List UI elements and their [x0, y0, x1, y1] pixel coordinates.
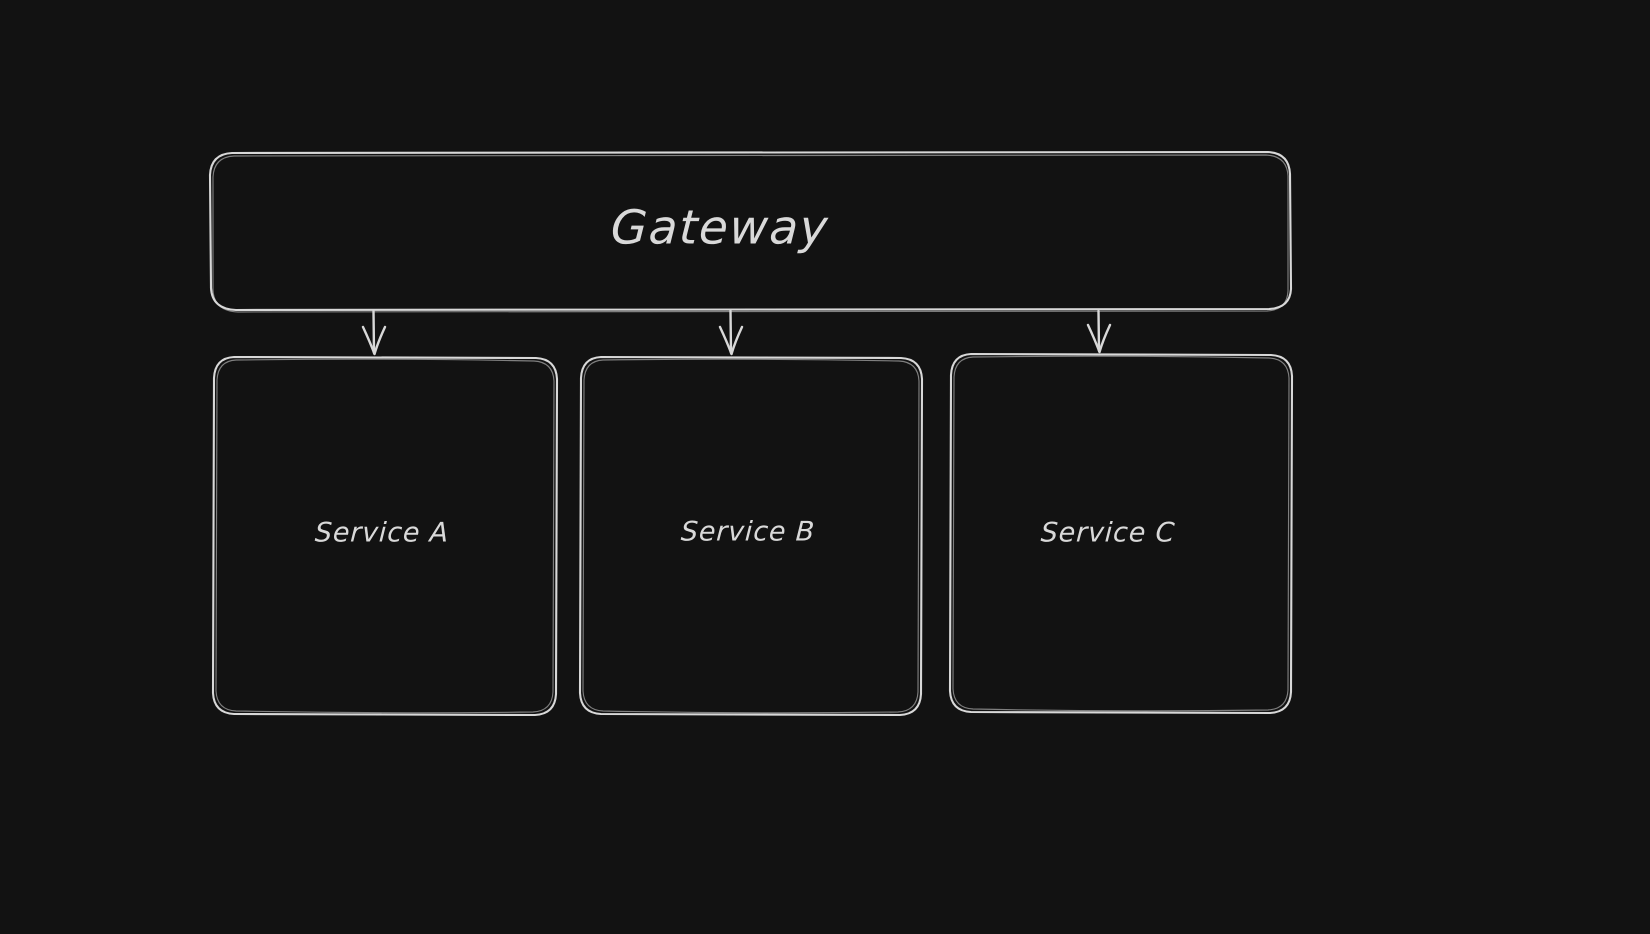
service-b-box[interactable] — [578, 355, 924, 717]
service-a-box-outline-stroke-1 — [211, 355, 559, 717]
gateway-to-service-b-shaft — [729, 309, 733, 355]
gateway-to-service-c-shaft — [1097, 309, 1101, 353]
service-c-box-outline-stroke-1 — [948, 352, 1294, 715]
service-a-label: Service A — [314, 517, 450, 549]
gateway-to-service-a-arrowhead — [361, 325, 387, 356]
gateway-box-outline-stroke-1 — [208, 150, 1293, 312]
gateway-label: Gateway — [609, 200, 831, 256]
gateway-to-service-c-arrow[interactable] — [1086, 309, 1112, 354]
gateway-to-service-b-arrowhead — [718, 325, 744, 356]
service-c-box-outline-stroke-2 — [952, 355, 1290, 712]
service-a-box[interactable] — [211, 355, 559, 717]
service-b-box-outline-stroke-2 — [582, 358, 920, 714]
service-c-label: Service C — [1039, 517, 1177, 549]
service-b-label: Service B — [680, 516, 816, 548]
gateway-to-service-c-arrowhead — [1086, 323, 1112, 354]
service-a-box-outline-stroke-2 — [215, 358, 555, 714]
gateway-to-service-b-arrow[interactable] — [718, 309, 744, 356]
service-b-box-outline-stroke-1 — [578, 355, 924, 717]
gateway-to-service-a-shaft — [372, 309, 376, 355]
service-c-box[interactable] — [948, 352, 1294, 715]
gateway-to-service-a-arrow[interactable] — [361, 309, 387, 356]
